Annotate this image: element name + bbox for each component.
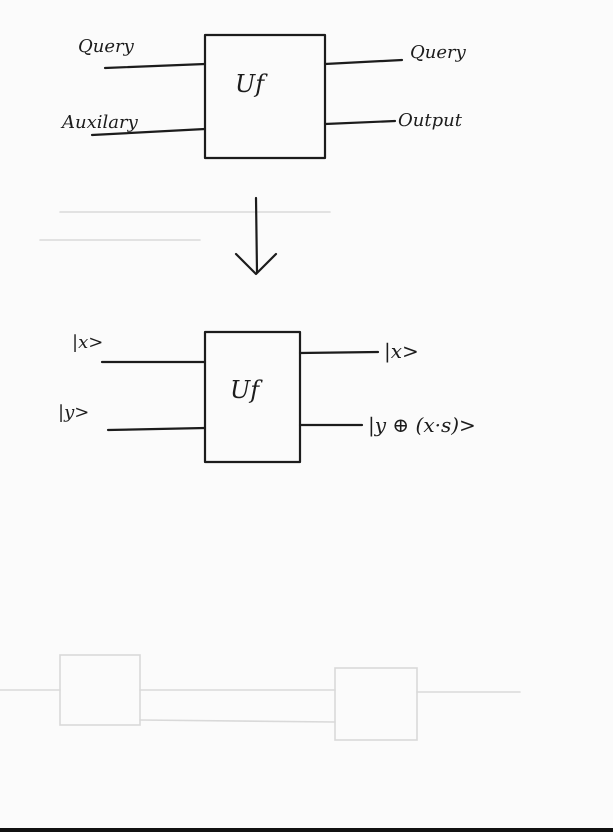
bottom-x-output-wire xyxy=(298,350,380,355)
bottom-uf-gate-box xyxy=(203,330,302,464)
bottom-circuit: |x> |y> Uf |x> |y ⊕ (x·s)> xyxy=(58,330,476,464)
top-auxilary-input-wire xyxy=(90,127,207,137)
ghost-wire-4 xyxy=(139,719,336,723)
down-arrow xyxy=(234,196,278,276)
top-query-input-wire xyxy=(103,62,207,70)
down-arrow-head xyxy=(234,252,278,276)
bottom-input-y-label: |y> xyxy=(58,402,89,423)
top-output-output-label: Output xyxy=(398,110,463,131)
top-input-query-label: Query xyxy=(78,36,135,57)
top-input-auxilary-label: Auxilary xyxy=(60,112,139,133)
top-query-output-wire xyxy=(323,58,404,66)
bottom-gate-label: Uf xyxy=(230,376,263,404)
top-uf-gate-box xyxy=(203,33,327,160)
bottom-output-y-label: |y ⊕ (x·s)> xyxy=(368,413,476,438)
ghost-box-right xyxy=(334,667,418,741)
bottom-edge-bar xyxy=(0,828,613,832)
ghost-box-left xyxy=(59,654,141,726)
bottom-input-x-label: |x> xyxy=(72,332,103,353)
top-output-output-wire xyxy=(323,119,397,126)
top-circuit: Query Auxilary Uf Query Output xyxy=(60,33,467,160)
bleed-through-marks xyxy=(0,211,521,741)
top-gate-label: Uf xyxy=(235,70,268,98)
bottom-y-input-wire xyxy=(106,426,207,432)
top-output-query-label: Query xyxy=(410,42,467,63)
down-arrow-shaft xyxy=(254,196,259,274)
bottom-output-x-label: |x> xyxy=(384,339,419,364)
